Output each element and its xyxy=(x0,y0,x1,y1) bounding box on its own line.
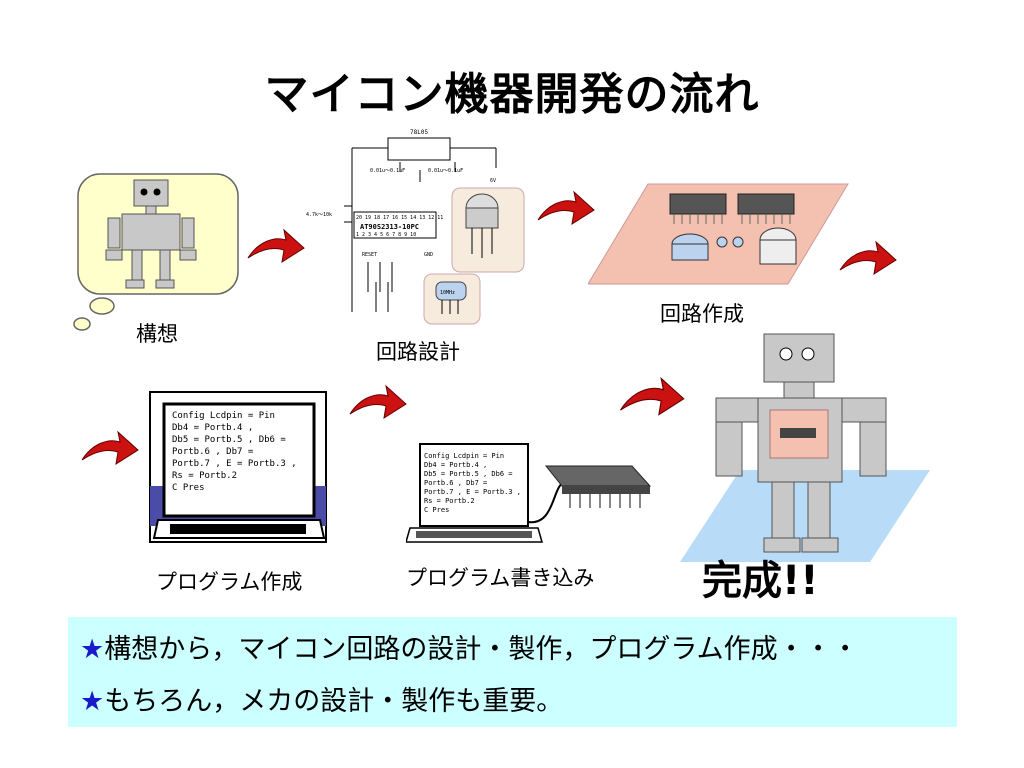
regulator-label: 78L05 xyxy=(410,129,428,136)
battery-label: 6V xyxy=(490,178,496,184)
caption-circuit-design: 回路設計 xyxy=(376,340,460,364)
summary-text-2: もちろん，メカの設計・製作も重要。 xyxy=(104,686,564,717)
arrow-icon xyxy=(537,190,595,226)
caption-circuit-build: 回路作成 xyxy=(660,302,744,326)
laptop-writer-illustration xyxy=(406,443,652,543)
program-code-small-text: Config Lcdpin = Pin Db4 = Portb.4 , Db5 … xyxy=(424,452,521,514)
arrow-icon xyxy=(247,228,305,264)
mcu-name-label: AT90S2313-10PC xyxy=(360,223,419,231)
resistor-label: 4.7k～10k xyxy=(306,212,332,218)
arrow-icon xyxy=(620,376,685,416)
summary-line-2: ★もちろん，メカの設計・製作も重要。 xyxy=(80,679,563,718)
summary-box: ★構想から，マイコン回路の設計・製作，プログラム作成・・・ ★もちろん，メカの設… xyxy=(68,617,957,727)
circuit-schematic-illustration: 78L05 0.01u～0.1uF 0.01u～0.1uF 6V 4.7k～10… xyxy=(306,129,525,325)
arrow-icon xyxy=(839,240,897,276)
star-icon: ★ xyxy=(80,634,105,665)
crystal-label: 10MHz xyxy=(440,290,455,296)
concept-bubble-illustration xyxy=(73,173,239,331)
arrow-icon xyxy=(349,384,407,420)
circuit-board-illustration xyxy=(588,183,849,285)
slide-title: マイコン機器開発の流れ xyxy=(264,69,760,120)
mcu-bottom-pins: 1 2 3 4 5 6 7 8 9 10 xyxy=(356,232,416,238)
star-icon: ★ xyxy=(80,686,105,717)
caption-writing: プログラム書き込み xyxy=(406,566,595,590)
summary-text-1: 構想から，マイコン回路の設計・製作，プログラム作成・・・ xyxy=(104,634,859,665)
program-code-text: Config Lcdpin = Pin Db4 = Portb.4 , Db5 … xyxy=(172,411,297,493)
gnd-label: GND xyxy=(424,252,433,258)
computer-illustration xyxy=(149,391,327,543)
caption-complete: 完成!! xyxy=(702,558,819,604)
caption-concept: 構想 xyxy=(136,322,178,346)
arrow-icon xyxy=(81,430,139,466)
cap2-label: 0.01u～0.1uF xyxy=(428,168,463,174)
mcu-top-pins: 20 19 18 17 16 15 14 13 12 11 xyxy=(356,215,443,221)
summary-line-1: ★構想から，マイコン回路の設計・製作，プログラム作成・・・ xyxy=(80,627,859,666)
cap1-label: 0.01u～0.1uF xyxy=(370,168,405,174)
completed-robot-illustration xyxy=(680,333,930,562)
reset-label: RESET xyxy=(362,252,377,258)
caption-programming: プログラム作成 xyxy=(156,570,303,594)
